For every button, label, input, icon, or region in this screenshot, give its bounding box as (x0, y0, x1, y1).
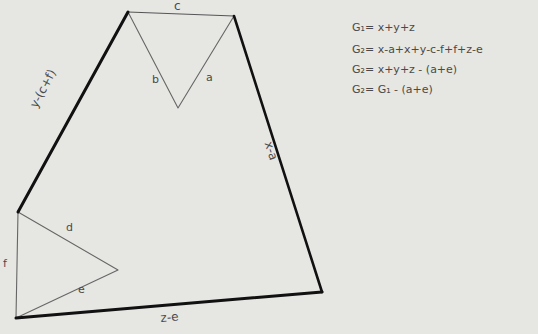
right-edge (234, 16, 322, 292)
side-label: x-a (263, 140, 280, 162)
side-label: b (152, 74, 159, 85)
notch-triangle (128, 12, 234, 108)
side-label: d (66, 222, 73, 233)
formula: G₁= x+y+z (352, 22, 415, 33)
side-label: c (174, 0, 181, 12)
left-short-edge (16, 212, 18, 318)
side-label: e (78, 284, 85, 295)
left-edge (18, 12, 128, 212)
formula: G₂= x+y+z - (a+e) (352, 64, 457, 75)
side-label: z-e (160, 310, 179, 324)
corner-triangle (16, 212, 118, 318)
formula: G₂= x-a+x+y-c-f+f+z-e (352, 44, 483, 55)
top-edge (128, 12, 234, 16)
formula: G₂= G₁ - (a+e) (352, 84, 433, 95)
side-label: y-(c+f) (28, 67, 58, 109)
side-label: f (3, 258, 7, 269)
side-label: a (206, 72, 213, 83)
